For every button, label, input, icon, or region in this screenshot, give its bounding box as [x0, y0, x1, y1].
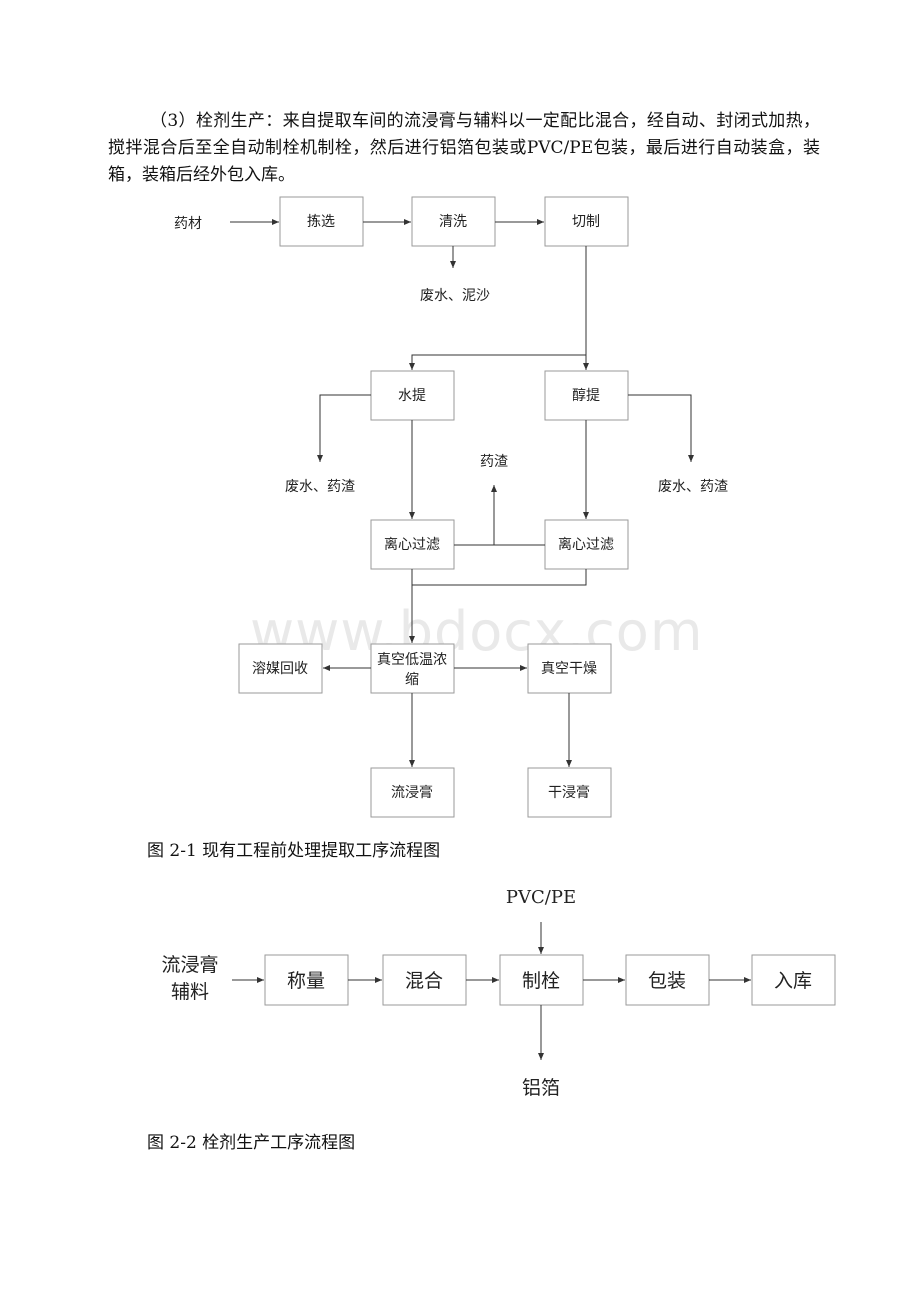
figure-2-1-caption: 图 2-1 现有工程前处理提取工序流程图 — [147, 841, 441, 861]
residue-label: 药渣 — [480, 454, 508, 470]
make-box — [499, 954, 584, 1006]
water-extract-label: 水提 — [398, 388, 426, 404]
foil-label: 铝箔 — [522, 1077, 560, 1099]
centrifuge-right-box — [544, 519, 629, 570]
vacuum-dry-box — [527, 643, 612, 694]
mix-label: 混合 — [405, 970, 443, 992]
vacuum-concentrate-label-1: 真空低温浓 — [377, 652, 447, 668]
pick-box — [279, 196, 364, 247]
store-box — [751, 954, 836, 1006]
arrow-water-waste — [317, 394, 371, 462]
weigh-box — [264, 954, 349, 1006]
alcohol-extract-label: 醇提 — [572, 387, 600, 404]
arrow-cut-water — [409, 354, 586, 370]
fig1-input-label: 药材 — [174, 216, 202, 232]
centrifuge-merge — [412, 569, 587, 586]
centrifuge-left-label: 离心过滤 — [384, 536, 440, 553]
dry-extract-box — [527, 767, 612, 818]
pvc-label: PVC/PE — [506, 887, 576, 908]
pack-box — [625, 954, 710, 1006]
pack-label: 包装 — [648, 970, 686, 992]
wash-out-label: 废水、泥沙 — [420, 288, 490, 304]
arrow-alcohol-waste — [628, 394, 694, 462]
weigh-label: 称量 — [287, 970, 325, 992]
waste-right-label: 废水、药渣 — [658, 479, 728, 495]
store-label: 入库 — [774, 970, 812, 992]
centrifuge-right-label: 离心过滤 — [558, 536, 614, 553]
pick-label: 拣选 — [307, 214, 335, 230]
vacuum-dry-label: 真空干燥 — [541, 661, 597, 677]
watermark: www.bdocx.com — [250, 600, 704, 663]
mix-box — [382, 954, 467, 1006]
wash-label: 清洗 — [439, 214, 467, 230]
cut-label: 切制 — [572, 214, 600, 230]
fluid-extract-label: 流浸膏 — [391, 784, 433, 801]
fluid-extract-box — [370, 767, 455, 818]
solvent-recovery-label: 溶媒回收 — [252, 661, 308, 677]
cut-box — [544, 196, 629, 247]
fig2-input-label-1: 流浸膏 — [161, 953, 218, 976]
figure-2-1: 药材 拣选 清洗 切制 废水、泥沙 水提 醇提 废水、药渣 废水、药渣 离 — [174, 196, 728, 818]
solvent-recovery-box — [238, 643, 323, 694]
waste-left-label: 废水、药渣 — [285, 479, 355, 495]
vacuum-concentrate-label-2: 缩 — [405, 672, 419, 688]
figure-2-2-caption: 图 2-2 栓剂生产工序流程图 — [147, 1133, 356, 1153]
figure-2-2: PVC/PE 流浸膏 辅料 称量 混合 制栓 包装 入库 铝箔 — [161, 887, 836, 1099]
intro-paragraph: （3）栓剂生产：来自提取车间的流浸膏与辅料以一定配比混合，经自动、封闭式加热，搅… — [108, 111, 820, 185]
fig2-input-label-2: 辅料 — [171, 981, 209, 1003]
make-label: 制栓 — [522, 970, 560, 992]
dry-extract-label: 干浸膏 — [548, 784, 590, 801]
alcohol-extract-box — [544, 370, 629, 421]
